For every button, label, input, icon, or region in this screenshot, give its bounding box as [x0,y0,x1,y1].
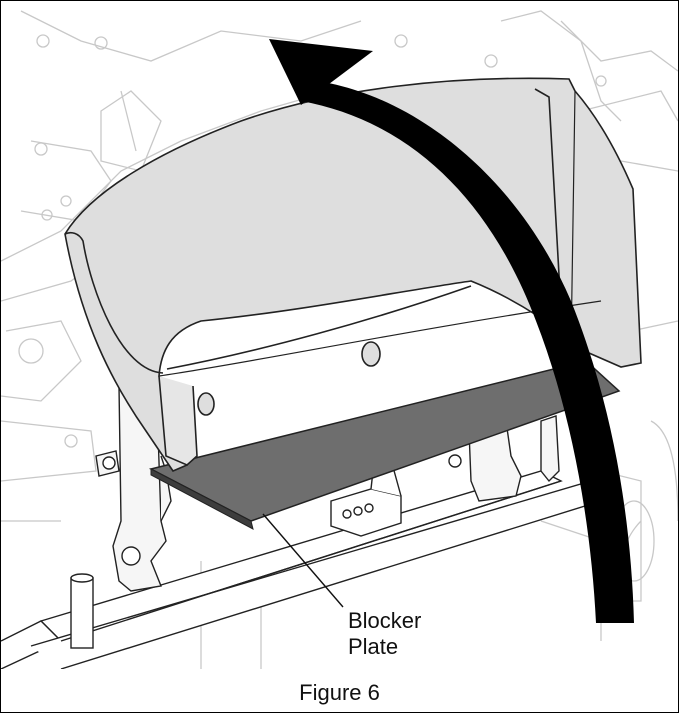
figure-caption: Figure 6 [299,680,380,705]
callout-line-1: Blocker [348,608,422,633]
right-bracket [448,415,560,502]
assembly-illustration [1,10,678,669]
callout-leader-line [262,513,344,608]
blocker-plate-label: Blocker Plate [348,608,421,660]
callout-line-2: Plate [348,634,399,659]
rotation-arrow-icon [269,39,634,623]
connector [330,466,402,537]
